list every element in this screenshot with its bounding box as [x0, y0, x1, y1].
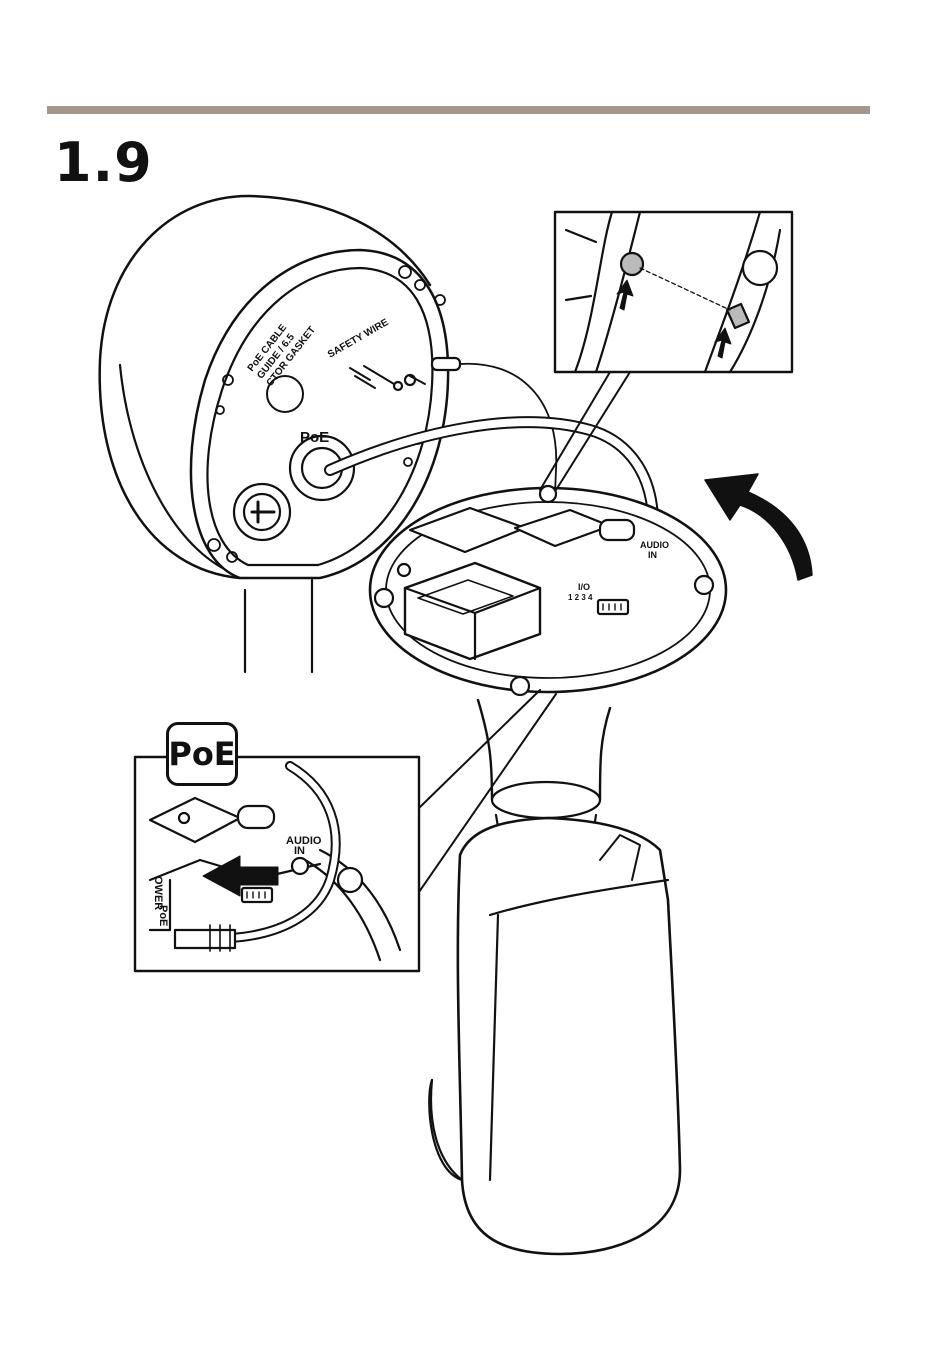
- audio-in-label-top: AUDIO: [640, 540, 669, 550]
- io-pins-label: 1 2 3 4: [568, 593, 593, 602]
- audio-in-label-inset-bottom: IN: [294, 845, 305, 857]
- audio-in-label-bottom: IN: [648, 550, 657, 560]
- inset-top-detail: [540, 212, 792, 490]
- camera-housing: I/O 1 2 3 4 AUDIO IN: [370, 486, 726, 1254]
- io-label: I/O: [578, 582, 590, 592]
- poe-small-label: PoE: [157, 905, 169, 926]
- poe-port-label: PoE: [300, 429, 329, 446]
- poe-callout-tag: PoE: [166, 722, 238, 786]
